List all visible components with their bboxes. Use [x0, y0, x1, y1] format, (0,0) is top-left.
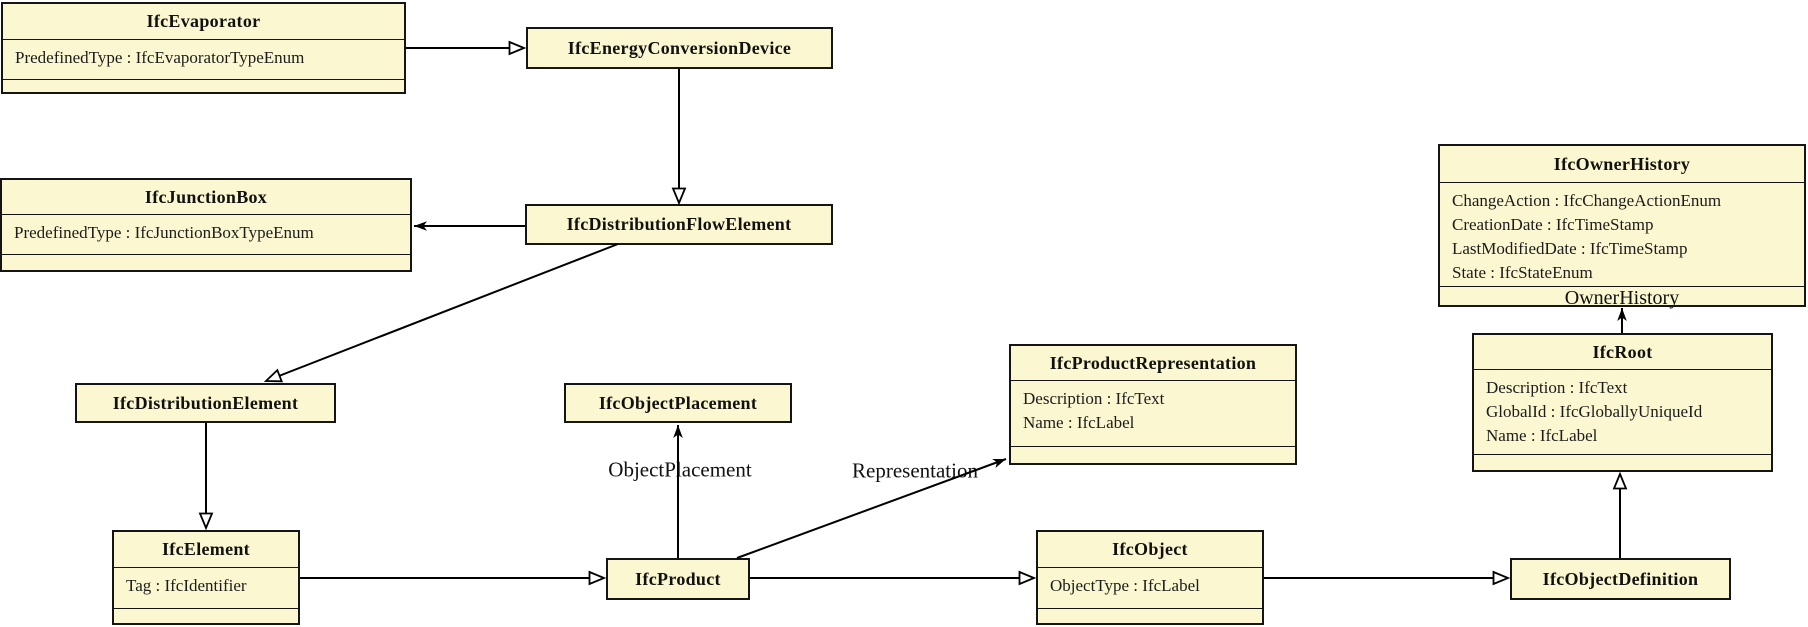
class-footer-compartment — [1474, 454, 1771, 470]
class-title: IfcObjectDefinition — [1542, 568, 1699, 589]
class-attribute: LastModifiedDate : IfcTimeStamp — [1452, 239, 1688, 258]
class-attribute: PredefinedType : IfcEvaporatorTypeEnum — [15, 48, 305, 67]
class-attribute: Description : IfcText — [1486, 378, 1628, 397]
class-box-ifcobjectdefinition[interactable]: IfcObjectDefinition — [1510, 558, 1731, 600]
class-title: IfcElement — [162, 539, 250, 559]
class-attribute: Description : IfcText — [1023, 389, 1165, 408]
class-title: IfcDistributionFlowElement — [566, 214, 792, 234]
class-box-ifcdistributionelement[interactable]: IfcDistributionElement — [75, 383, 336, 423]
class-title: IfcOwnerHistory — [1553, 153, 1691, 174]
class-title: IfcProductRepresentation — [1049, 352, 1257, 373]
class-title: IfcEnergyConversionDevice — [567, 37, 792, 58]
class-title: IfcRoot — [1592, 341, 1653, 362]
class-box-ifcjunctionbox[interactable]: IfcJunctionBox PredefinedType : IfcJunct… — [0, 178, 412, 272]
class-attributes: ObjectType : IfcLabel — [1038, 567, 1262, 608]
association-end-label-ownerhistory: OwnerHistory — [1440, 286, 1804, 310]
class-footer-compartment — [2, 254, 410, 270]
class-title: IfcObject — [1112, 539, 1188, 559]
class-title: IfcDistributionElement — [112, 392, 299, 413]
class-attribute: Name : IfcLabel — [1023, 413, 1135, 432]
class-box-ifcproductrepresentation[interactable]: IfcProductRepresentation Description : I… — [1009, 344, 1297, 465]
class-box-ifcenergyconversiondevice[interactable]: IfcEnergyConversionDevice — [526, 27, 833, 69]
class-attributes: ChangeAction : IfcChangeActionEnum Creat… — [1440, 182, 1804, 286]
class-attributes: PredefinedType : IfcEvaporatorTypeEnum — [3, 39, 404, 79]
class-attribute: ChangeAction : IfcChangeActionEnum — [1452, 191, 1722, 210]
edge-label-objectplacement: ObjectPlacement — [608, 457, 752, 482]
class-title: IfcProduct — [635, 568, 721, 589]
class-box-ifcevaporator[interactable]: IfcEvaporator PredefinedType : IfcEvapor… — [1, 2, 406, 94]
class-attribute: CreationDate : IfcTimeStamp — [1452, 215, 1654, 234]
class-attributes: Description : IfcText Name : IfcLabel — [1011, 380, 1295, 446]
class-attribute: Tag : IfcIdentifier — [126, 576, 247, 595]
class-box-ifcelement[interactable]: IfcElement Tag : IfcIdentifier — [112, 530, 300, 625]
class-attribute: State : IfcStateEnum — [1452, 263, 1593, 282]
class-footer-compartment — [1038, 608, 1262, 623]
class-attributes: Tag : IfcIdentifier — [114, 567, 298, 608]
class-footer-compartment — [3, 79, 404, 92]
class-attributes: PredefinedType : IfcJunctionBoxTypeEnum — [2, 214, 410, 254]
class-box-ifcdistributionflowelement[interactable]: IfcDistributionFlowElement — [525, 204, 833, 245]
class-footer-compartment — [114, 608, 298, 623]
class-box-ifcroot[interactable]: IfcRoot Description : IfcText GlobalId :… — [1472, 333, 1773, 472]
class-box-ifcproduct[interactable]: IfcProduct — [606, 558, 750, 600]
class-box-ifcobject[interactable]: IfcObject ObjectType : IfcLabel — [1036, 530, 1264, 625]
class-attribute: PredefinedType : IfcJunctionBoxTypeEnum — [14, 223, 314, 242]
class-title: IfcEvaporator — [146, 11, 261, 31]
class-attribute: ObjectType : IfcLabel — [1050, 576, 1200, 595]
class-title: IfcObjectPlacement — [598, 392, 758, 413]
class-attribute: GlobalId : IfcGloballyUniqueId — [1486, 402, 1703, 421]
class-title: IfcJunctionBox — [144, 186, 268, 207]
class-box-ifcobjectplacement[interactable]: IfcObjectPlacement — [564, 383, 792, 423]
class-footer-compartment — [1011, 446, 1295, 463]
class-attribute: Name : IfcLabel — [1486, 426, 1598, 445]
class-attributes: Description : IfcText GlobalId : IfcGlob… — [1474, 369, 1771, 454]
class-box-ifcownerhistory[interactable]: IfcOwnerHistory ChangeAction : IfcChange… — [1438, 144, 1806, 310]
edge-label-representation: Representation — [852, 458, 978, 483]
